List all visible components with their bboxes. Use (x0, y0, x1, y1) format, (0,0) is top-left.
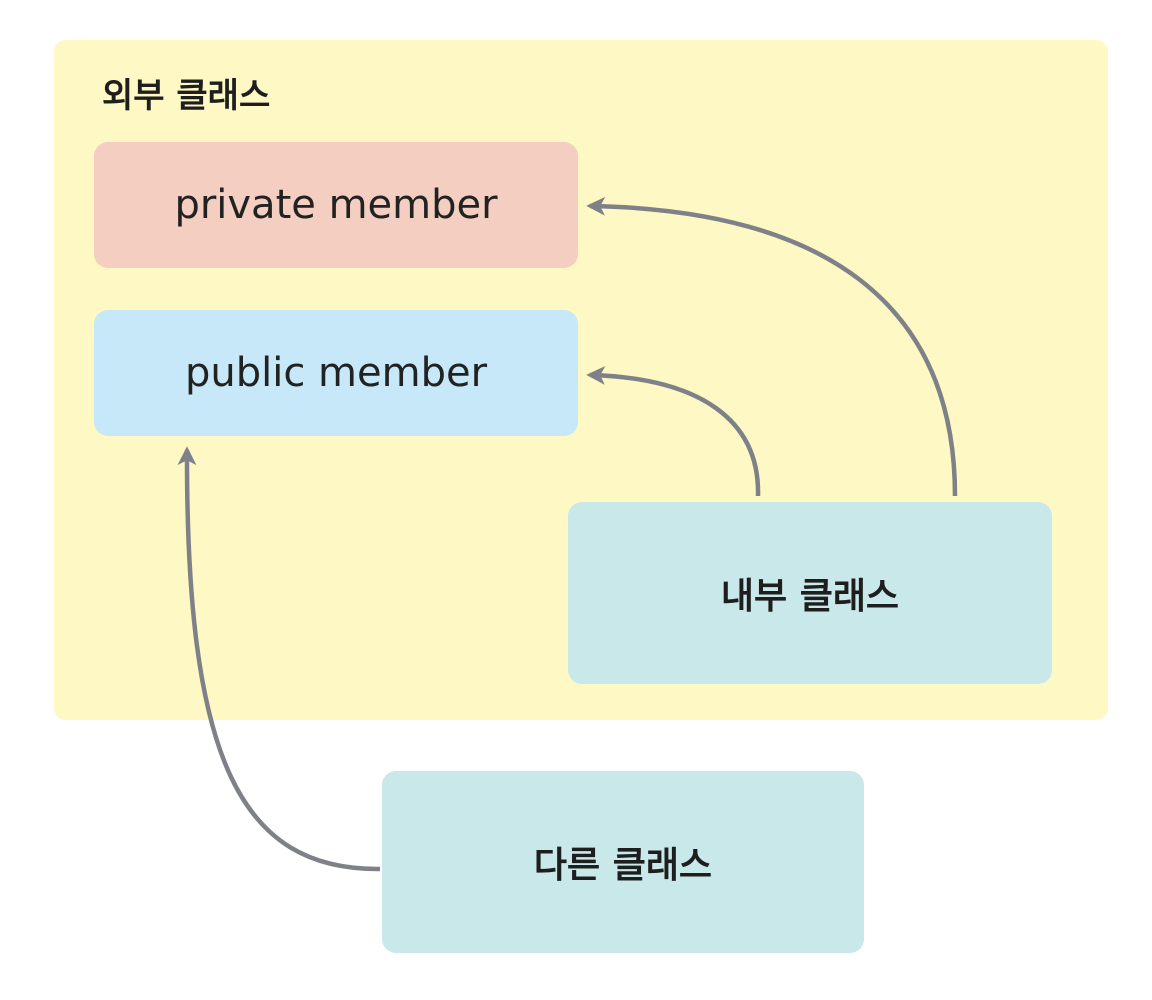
inner-class-box: 내부 클래스 (568, 502, 1052, 684)
public-member-box: public member (94, 310, 578, 436)
private-member-box: private member (94, 142, 578, 268)
inner-class-label: 내부 클래스 (720, 576, 900, 617)
outer-class-title: 외부 클래스 (102, 76, 271, 116)
private-member-label: private member (174, 182, 498, 228)
other-class-label: 다른 클래스 (533, 845, 713, 886)
public-member-label: public member (184, 350, 488, 396)
other-class-box: 다른 클래스 (382, 771, 864, 953)
